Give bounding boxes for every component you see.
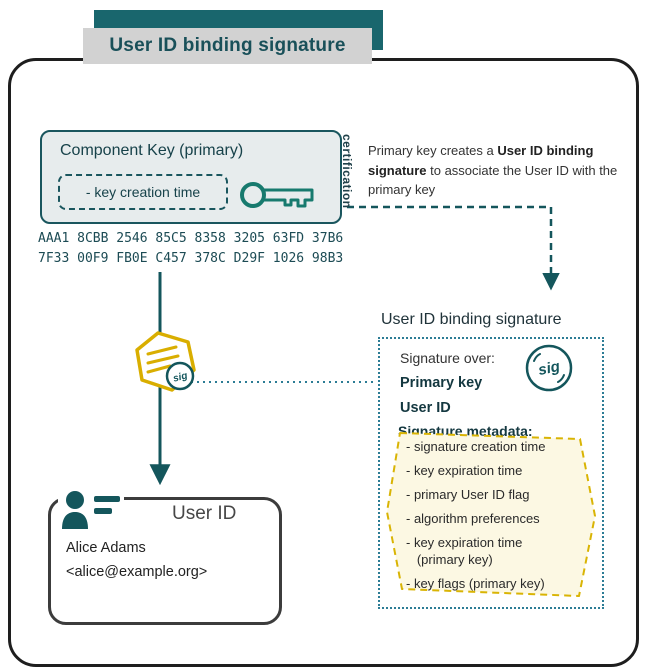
annotation-post: to associate the User ID with the primar… <box>368 162 618 198</box>
component-key-title: Component Key (primary) <box>60 142 244 159</box>
signature-box-title: User ID binding signature <box>381 311 562 328</box>
metadata-item: - key expiration time <box>406 463 523 478</box>
sig-stamp-icon: sig <box>525 344 573 392</box>
key-icon <box>240 182 314 208</box>
metadata-item: - primary User ID flag <box>406 487 530 502</box>
annotation-text: Primary key creates a User ID binding si… <box>368 141 634 200</box>
metadata-item: - signature creation time <box>406 439 546 454</box>
metadata-polygon <box>386 432 596 597</box>
signature-box <box>378 337 604 609</box>
metadata-item: - algorithm preferences <box>406 511 540 526</box>
annotation-pre: Primary key creates a <box>368 143 498 158</box>
certification-seal-icon: sig <box>135 331 196 392</box>
component-key-box: Component Key (primary) - key creation t… <box>40 130 342 224</box>
page-title: User ID binding signature <box>109 35 346 56</box>
annotation-bold: User ID binding signature <box>368 143 594 178</box>
user-id-title: User ID <box>172 503 237 524</box>
page-title-banner: User ID binding signature <box>83 28 372 64</box>
signature-metadata-list: - signature creation time - key expirati… <box>406 438 588 599</box>
signature-over-label: Signature over: <box>400 350 495 366</box>
badge-sig-label: sig <box>172 370 189 384</box>
signature-over-primary-key: Primary key <box>400 375 483 391</box>
metadata-item: - key expiration time (primary key) <box>406 535 523 567</box>
user-id-name: Alice Adams <box>66 540 146 556</box>
stamp-sig-label: sig <box>537 358 562 379</box>
key-fingerprint: AAA1 8CBB 2546 85C5 8358 3205 63FD 37B6 … <box>38 229 343 269</box>
user-id-email: <alice@example.org> <box>66 564 208 580</box>
user-id-box <box>48 497 282 625</box>
id-card-icon <box>58 486 124 536</box>
fingerprint-line-1: AAA1 8CBB 2546 85C5 8358 3205 63FD 37B6 <box>38 231 344 246</box>
key-creation-time-field: - key creation time <box>58 174 228 210</box>
certification-label: certification <box>340 134 354 209</box>
signature-over-user-id: User ID <box>400 400 451 416</box>
metadata-item: - key flags (primary key) <box>406 576 545 591</box>
fingerprint-line-2: 7F33 00F9 FB0E C457 378C D29F 1026 98B3 <box>38 251 344 266</box>
